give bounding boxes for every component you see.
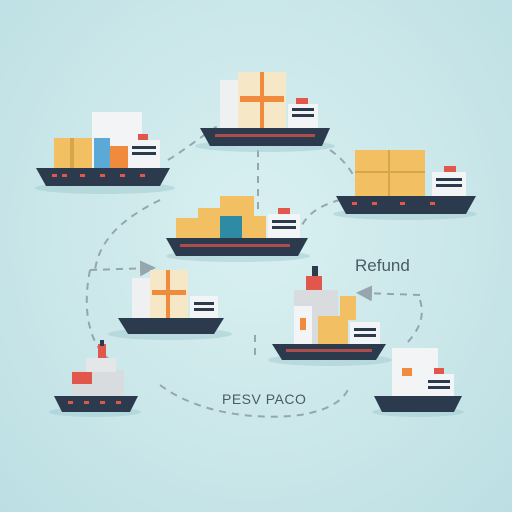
refund-label: Refund (355, 256, 410, 275)
cargo-ship-middle-left (108, 270, 232, 340)
route-path (94, 199, 161, 271)
cargo-ship-center (166, 196, 310, 262)
route-path (356, 285, 421, 302)
dashed-route-paths (85, 109, 423, 418)
cargo-ship-bottom-right (372, 348, 464, 417)
cargo-ship-upper-right (333, 150, 477, 220)
cargo-ship-middle-right (268, 266, 392, 366)
route-path (159, 384, 351, 418)
route-path (299, 199, 341, 231)
cargo-ship-top-center (195, 72, 335, 152)
route-path (329, 149, 361, 191)
route-path (404, 299, 423, 346)
cargo-ship-bottom-left (49, 340, 141, 417)
route-path (85, 269, 111, 361)
route-caption-label: PESV PACO (222, 391, 307, 407)
cargo-ship-upper-left (35, 112, 175, 194)
route-path (89, 260, 156, 277)
